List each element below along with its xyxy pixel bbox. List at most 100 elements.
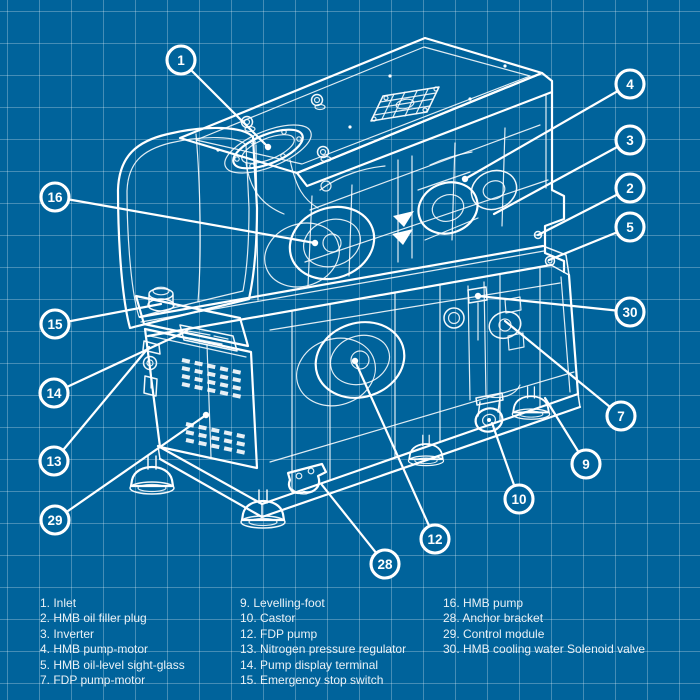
legend-item-4: 4. HMB pump-motor [40, 642, 149, 657]
legend-item-5: 5. HMB oil-level sight-glass [40, 657, 185, 672]
legend-item-14: 14. Pump display terminal [240, 657, 379, 672]
leader-line-14 [52, 329, 189, 395]
callout-circle-15 [39, 308, 71, 340]
leader-dot-4 [461, 175, 469, 183]
callout-30: 30 [474, 292, 646, 328]
callout-circle-1 [165, 44, 197, 76]
leader-line-3 [492, 138, 632, 216]
callout-circle-13 [38, 445, 70, 477]
callout-circle-16 [39, 181, 71, 213]
lower-frame [156, 266, 582, 519]
callout-14: 14 [38, 329, 189, 409]
vent-grille-upper [181, 358, 243, 399]
callout-number-4: 4 [626, 77, 634, 92]
callout-circle-4 [614, 68, 646, 100]
callout-7: 7 [503, 319, 637, 432]
callout-4: 4 [461, 68, 646, 183]
legend-item-30: 30. HMB cooling water Solenoid valve [443, 642, 646, 657]
callout-number-5: 5 [626, 220, 634, 235]
flow-arrows [392, 211, 414, 245]
legend-item-15: 15. Emergency stop switch [240, 673, 384, 688]
callout-10: 10 [490, 421, 535, 515]
legend-item-9: 9. Levelling-foot [240, 596, 325, 610]
callout-5: 5 [547, 211, 646, 262]
leader-line-12 [353, 359, 437, 541]
callout-circle-2 [614, 172, 646, 204]
callout-circle-10 [503, 483, 535, 515]
callout-number-12: 12 [427, 532, 442, 547]
callout-13: 13 [38, 345, 151, 477]
callout-29: 29 [39, 411, 210, 536]
callout-circle-7 [605, 400, 637, 432]
leader-line-7 [503, 319, 623, 418]
legend-item-1: 1. Inlet [40, 596, 77, 610]
callout-circle-28 [369, 548, 401, 580]
pump-motors [417, 169, 518, 241]
legend-item-13: 13. Nitrogen pressure regulator [240, 642, 407, 657]
leader-line-4 [463, 82, 632, 181]
legend-item-2: 2. HMB oil filler plug [40, 611, 147, 626]
leader-dot-30 [474, 292, 482, 300]
anchor-bracket [286, 462, 328, 495]
leader-dot-29 [202, 411, 210, 419]
callout-number-2: 2 [626, 181, 634, 196]
callout-number-30: 30 [622, 305, 637, 320]
callout-circle-9 [570, 448, 602, 480]
callout-circle-14 [38, 377, 70, 409]
leader-line-15 [53, 302, 163, 326]
callout-number-16: 16 [47, 190, 63, 205]
solenoid-valve [467, 286, 488, 304]
legend-item-29: 29. Control module [443, 626, 545, 641]
fan-grille [370, 86, 440, 122]
callout-number-28: 28 [377, 557, 393, 572]
castor [474, 392, 504, 433]
callout-1: 1 [165, 44, 272, 151]
callout-number-9: 9 [582, 457, 590, 472]
leader-dot-16 [311, 239, 319, 247]
legend-item-28: 28. Anchor bracket [443, 611, 544, 626]
callout-circle-5 [614, 211, 646, 243]
callout-number-3: 3 [626, 133, 634, 148]
leader-line-30 [476, 294, 632, 314]
leader-line-2 [536, 186, 632, 237]
leader-line-28 [320, 483, 387, 566]
leader-dot-12 [351, 357, 359, 365]
callout-12: 12 [351, 357, 451, 555]
inlet-port [224, 124, 319, 215]
callout-16: 16 [39, 181, 319, 247]
waist-rail [138, 244, 570, 338]
callout-15: 15 [39, 302, 163, 340]
callout-number-1: 1 [177, 53, 185, 68]
hmb-pump [264, 205, 376, 288]
upper-cutaway [264, 124, 549, 288]
callout-28: 28 [320, 483, 401, 580]
leader-line-1 [179, 58, 270, 149]
callout-circle-12 [419, 523, 451, 555]
leader-line-29 [53, 413, 208, 522]
callout-number-14: 14 [46, 386, 62, 401]
roof [178, 36, 566, 274]
callout-circle-30 [614, 296, 646, 328]
callout-circle-3 [614, 124, 646, 156]
callout-number-29: 29 [47, 513, 62, 528]
control-module [143, 327, 259, 470]
callout-circle-29 [39, 504, 71, 536]
legend-item-3: 3. Inverter [40, 626, 95, 641]
callout-number-13: 13 [46, 454, 62, 469]
callout-3: 3 [492, 124, 646, 216]
callout-2: 2 [536, 172, 646, 237]
callout-9: 9 [543, 396, 602, 480]
legend-item-7: 7. FDP pump-motor [40, 673, 146, 688]
vent-grille-lower [185, 422, 247, 455]
callout-number-15: 15 [47, 317, 63, 332]
legend-item-10: 10. Castor [240, 611, 296, 626]
emergency-stop [147, 286, 175, 312]
display-terminal [179, 324, 238, 352]
leader-line-13 [52, 345, 151, 463]
front-cover [116, 126, 259, 330]
